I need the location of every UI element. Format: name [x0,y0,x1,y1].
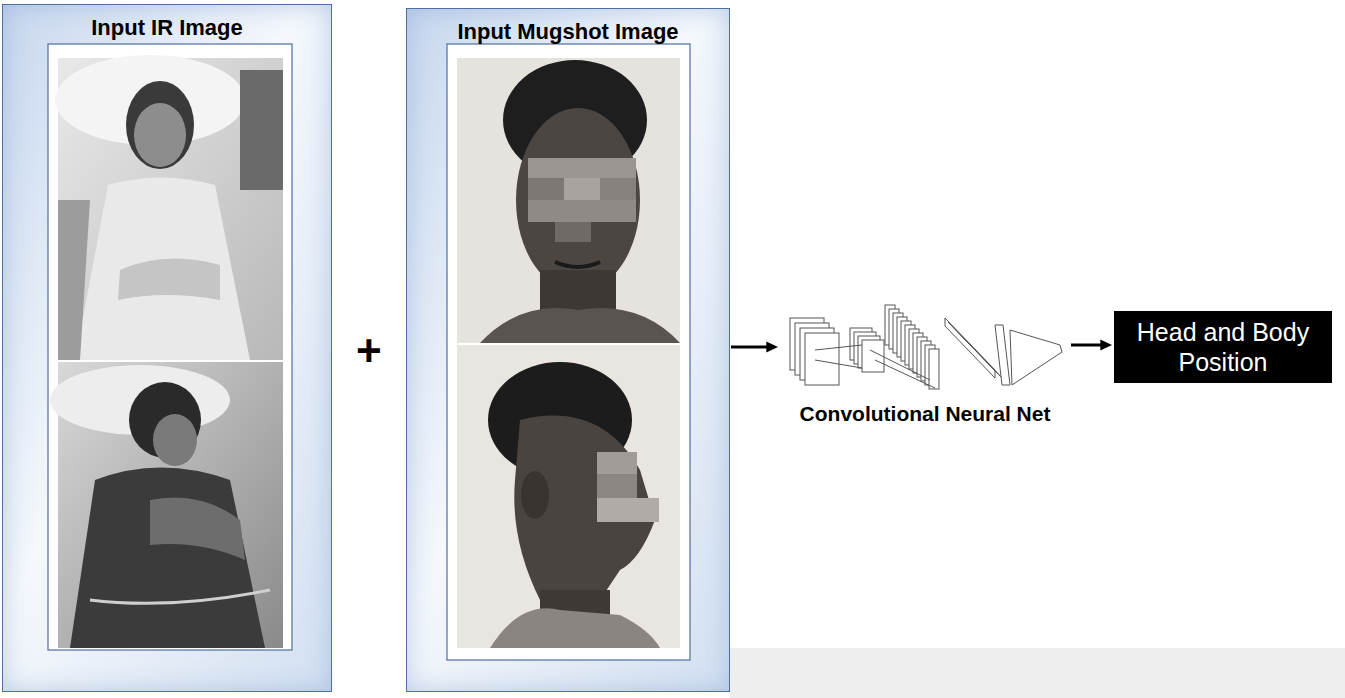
mugshot-photo [457,345,680,648]
cnn-label: Convolutional Neural Net [780,402,1070,426]
output-text: Head and Body Position [1122,317,1324,377]
photo-frame [48,44,292,650]
panel-title: Input Mugshot Image [407,9,729,45]
ground-strip [730,648,1345,698]
output-box: Head and Body Position [1114,311,1332,383]
arrowhead [1100,340,1112,351]
ir-photo [55,55,283,360]
plus-sign: + [356,326,382,376]
panel-title: Input IR Image [3,5,331,41]
panel-ground [2,4,332,692]
input-panel: Input Mugshot Image [406,8,730,692]
ir-photo [50,362,283,648]
panel-ground [406,8,730,692]
cnn-block: Convolutional Neural Net [780,298,1070,426]
arrowhead [766,342,778,353]
arrow-line [1071,344,1101,347]
input-panel: Input IR Image [2,4,332,692]
photo-frame [447,44,690,660]
cnn-illustration [790,305,1062,389]
arrow-line [731,346,767,349]
mugshot-photo [457,58,680,343]
